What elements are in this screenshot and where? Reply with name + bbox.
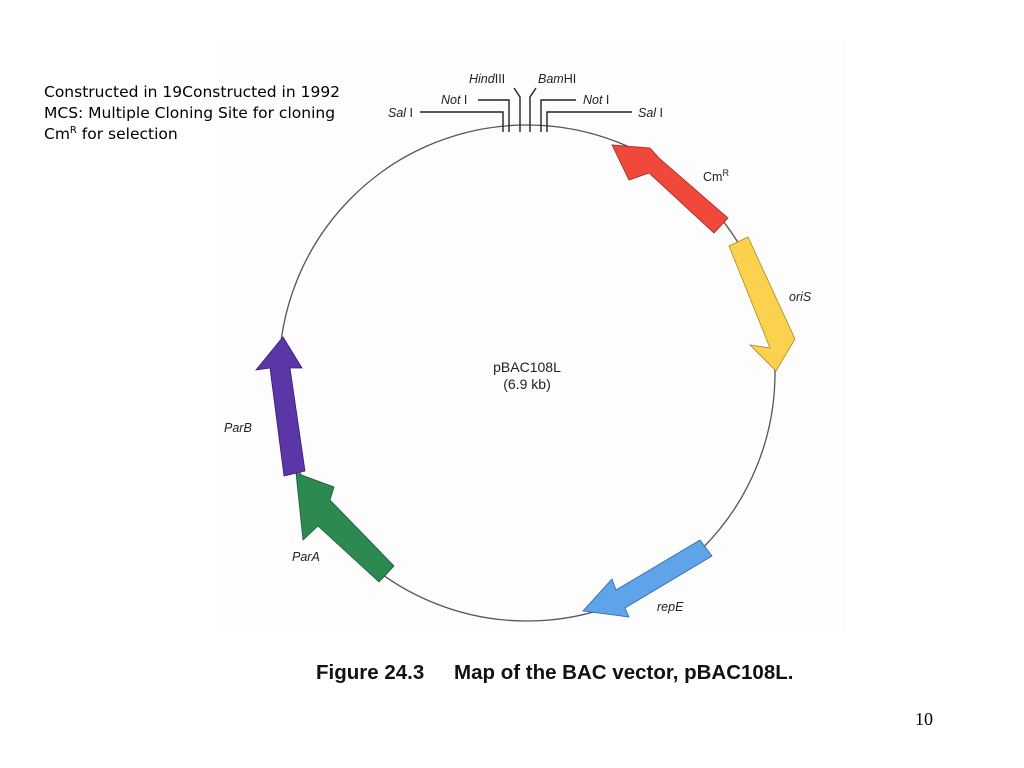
bamhi-label-italic: Bam — [538, 72, 564, 86]
noti-left-italic: Not — [441, 93, 461, 107]
slide-notes: Constructed in 19Constructed in 1992 MCS… — [44, 82, 340, 145]
bamhi-label-rest: HI — [564, 72, 577, 86]
note-cm: Cm — [44, 125, 70, 143]
hindiii-label: HindIII — [469, 72, 505, 86]
oris-label: oriS — [789, 290, 812, 304]
sali-left-label: Sal I — [388, 106, 413, 120]
plasmid-name: pBAC108L — [493, 359, 561, 375]
note-selection: for selection — [76, 125, 178, 143]
noti-left-rest: I — [460, 93, 467, 107]
note-line-mcs: MCS: Multiple Cloning Site for cloning — [44, 104, 336, 122]
noti-left-line — [478, 99, 510, 132]
hindiii-label-italic: Hind — [469, 72, 496, 86]
cmr-label: CmR — [703, 168, 729, 184]
sali-left-italic: Sal — [388, 106, 407, 120]
caption-number: Figure 24.3 — [316, 661, 425, 684]
repe-gene-arrow — [582, 539, 713, 618]
sali-right-line — [546, 111, 632, 132]
sali-right-italic: Sal — [638, 106, 657, 120]
figure-caption: Figure 24.3 Map of the BAC vector, pBAC10… — [316, 661, 793, 685]
note-line-cmr: CmR for selection — [44, 124, 340, 145]
noti-left-label: Not I — [441, 93, 467, 107]
hindiii-label-rest: III — [495, 72, 505, 86]
bamhi-label: BamHI — [538, 72, 576, 86]
bamhi-line — [529, 87, 537, 132]
mcs-lines — [420, 87, 632, 132]
sali-right-label: Sal I — [638, 106, 663, 120]
sali-left-rest: I — [406, 106, 413, 120]
para-gene-arrow — [295, 472, 395, 583]
sali-right-rest: I — [656, 106, 663, 120]
noti-right-label: Not I — [583, 93, 609, 107]
slide-number: 10 — [915, 709, 933, 729]
parb-label: ParB — [224, 421, 252, 435]
plasmid-size: (6.9 kb) — [503, 376, 550, 392]
hindiii-line — [513, 87, 521, 132]
cmr-gene-arrow — [611, 144, 729, 234]
noti-right-line — [540, 99, 576, 132]
noti-right-rest: I — [602, 93, 609, 107]
cmr-label-sup: R — [722, 168, 729, 178]
note-cm-sup: R — [69, 125, 77, 136]
noti-right-italic: Not — [583, 93, 603, 107]
note-line-constructed: Constructed in 19Constructed in 1992 — [44, 83, 341, 101]
cmr-label-base: Cm — [703, 170, 722, 184]
figure-panel — [216, 40, 846, 632]
repe-label: repE — [657, 600, 684, 614]
oris-gene-arrow — [728, 236, 796, 372]
sali-left-line — [420, 111, 504, 132]
parb-gene-arrow — [255, 336, 306, 477]
caption-title: Map of the BAC vector, pBAC108L. — [454, 661, 794, 684]
para-label: ParA — [292, 550, 320, 564]
